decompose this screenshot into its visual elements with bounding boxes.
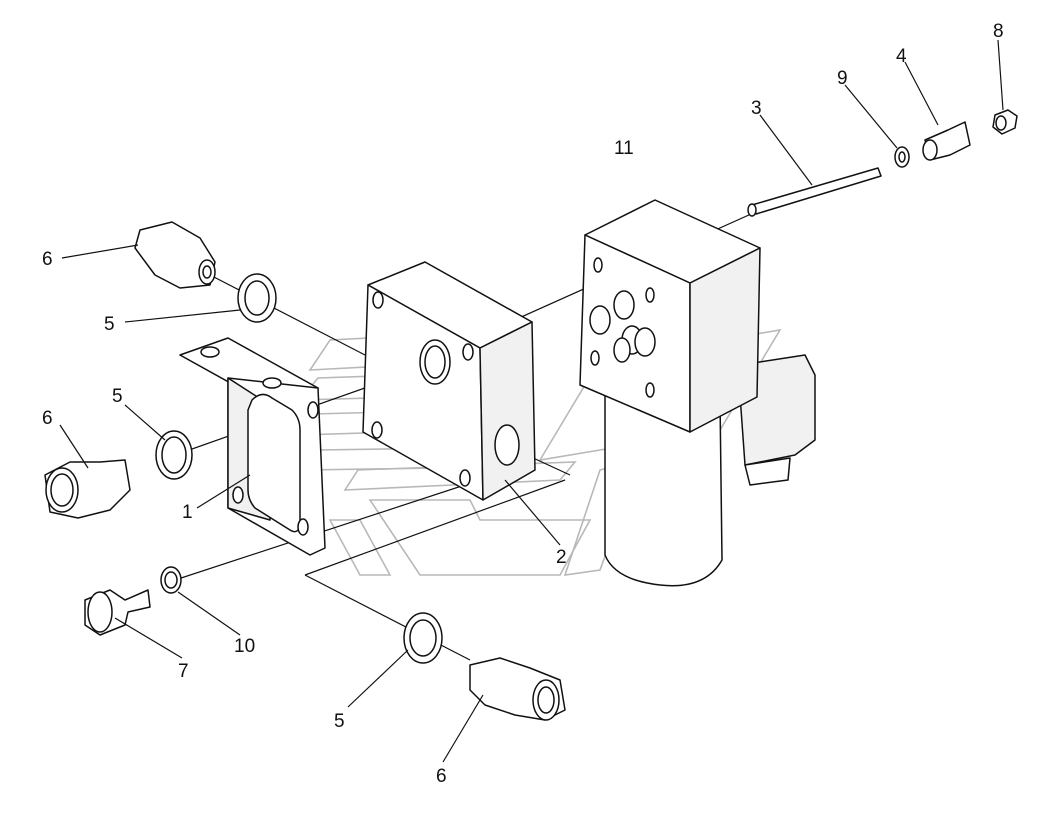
- part-ring-5-middle: [155, 430, 193, 480]
- assembly-lines: [174, 209, 761, 661]
- part-washer-10: [160, 566, 182, 594]
- callout-6c: 6: [436, 766, 447, 787]
- part-washer-9: [894, 146, 910, 168]
- callout-5c: 5: [334, 711, 345, 732]
- callout-1: 1: [182, 502, 193, 523]
- part-fitting-4: [922, 121, 971, 161]
- callout-5a: 5: [104, 314, 115, 335]
- part-solenoid-valve: [579, 199, 816, 587]
- callout-7: 7: [178, 661, 189, 682]
- callout-6b: 6: [42, 408, 53, 429]
- part-manifold-block: [362, 261, 536, 501]
- callout-leaders: [59, 39, 1004, 763]
- callout-labels: 8 4 9 3 11 6 5 5 6 1 2 10 7 5 6: [42, 21, 1004, 787]
- callout-3: 3: [751, 98, 762, 119]
- part-bolt-7: [84, 589, 151, 636]
- callout-8: 8: [993, 21, 1004, 42]
- part-ring-5-bottom: [403, 612, 443, 664]
- part-bracket: [179, 337, 326, 556]
- part-nut-8: [992, 109, 1018, 135]
- callout-9: 9: [837, 68, 848, 89]
- part-fitting-6-top: [134, 221, 216, 289]
- callout-4: 4: [896, 46, 907, 67]
- part-fitting-6-bottom: [469, 657, 566, 721]
- part-rod: [747, 167, 882, 217]
- callout-5b: 5: [112, 386, 123, 407]
- callout-2: 2: [556, 547, 567, 568]
- part-ring-5-top: [237, 273, 277, 323]
- callout-6a: 6: [42, 249, 53, 270]
- callout-11: 11: [614, 138, 634, 159]
- part-fitting-6-middle: [44, 459, 131, 519]
- callout-10: 10: [234, 636, 255, 657]
